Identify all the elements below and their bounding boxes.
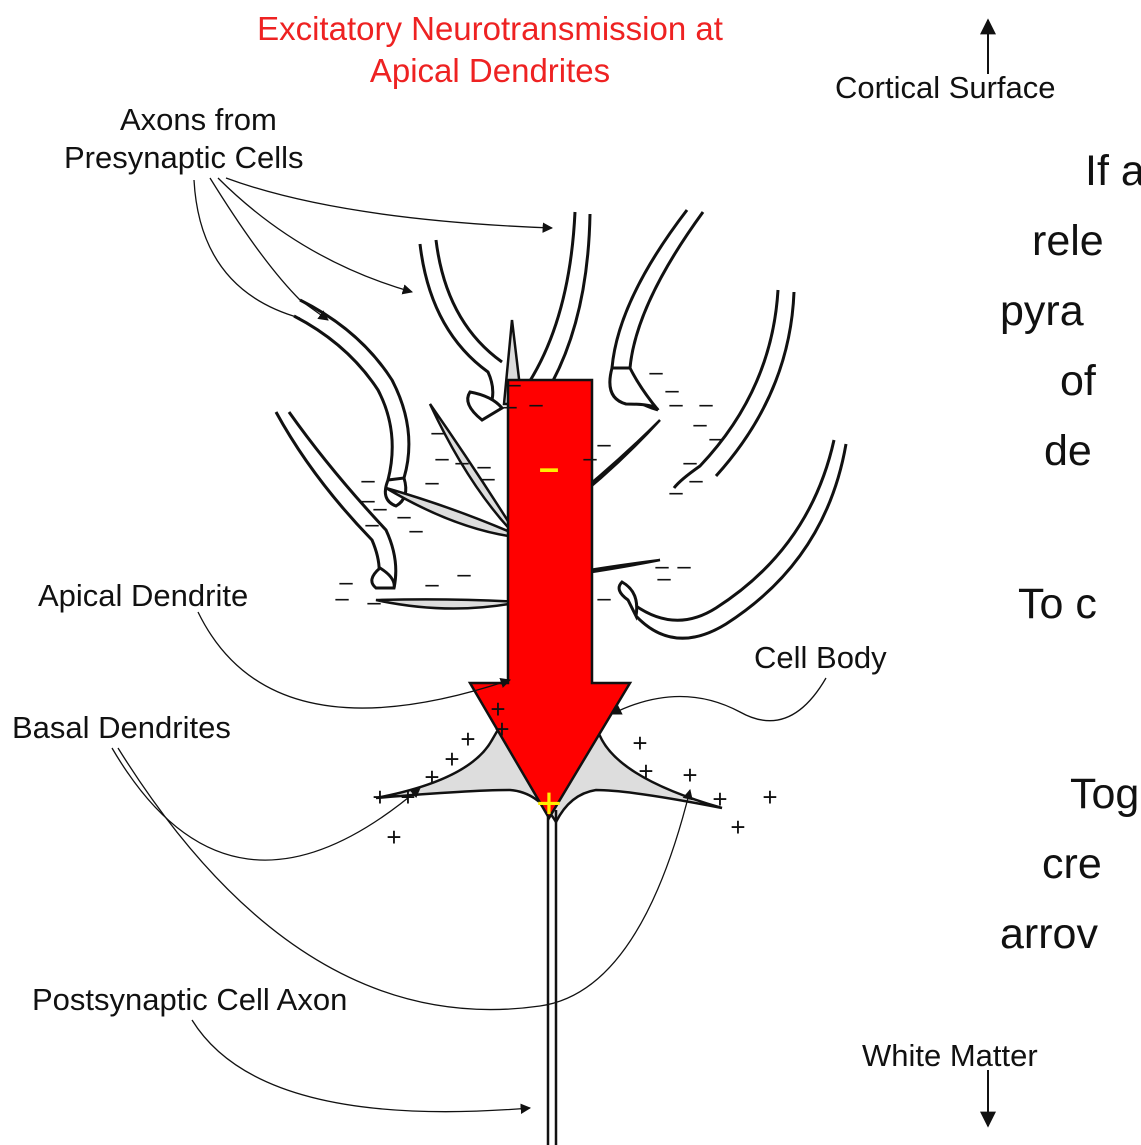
presynaptic-axon [528, 212, 575, 384]
postsynaptic-axon [548, 810, 556, 1145]
positive-charge-sign: + [762, 782, 777, 812]
positive-charge-sign: + [424, 762, 439, 792]
positive-charge-sign: + [730, 812, 745, 842]
positive-charge-sign: + [494, 714, 509, 744]
negative-charge-sign: – [677, 553, 691, 580]
apical-dendrite-leader [198, 612, 510, 708]
presynaptic-axon [294, 316, 392, 480]
arrow-positive-sign: + [536, 779, 562, 828]
negative-charge-sign: – [503, 393, 517, 420]
negative-charge-sign: – [709, 425, 723, 452]
negative-charge-sign: – [649, 359, 663, 386]
negative-charge-sign: – [335, 585, 349, 612]
negative-charge-sign: – [455, 449, 469, 476]
positive-charge-sign: + [712, 784, 727, 814]
negative-charge-sign: – [365, 511, 379, 538]
arrow-negative-sign: – [539, 447, 559, 488]
negative-charge-sign: – [597, 585, 611, 612]
postsynaptic-axon-leader [192, 1020, 530, 1112]
positive-charge-sign: + [372, 782, 387, 812]
synaptic-bouton [468, 392, 502, 420]
presynaptic-axon [636, 444, 846, 638]
positive-charge-sign: + [682, 760, 697, 790]
negative-charge-sign: – [367, 589, 381, 616]
negative-charge-sign: – [689, 467, 703, 494]
axons-leader [194, 180, 300, 318]
leader-lines [112, 178, 826, 1112]
axons-leader [226, 178, 552, 228]
presynaptic-axon [545, 214, 590, 395]
negative-charge-sign: – [457, 561, 471, 588]
positive-charge-sign: + [444, 744, 459, 774]
negative-charge-sign: – [657, 565, 671, 592]
negative-charge-sign: – [481, 465, 495, 492]
positive-charge-sign: + [638, 756, 653, 786]
presynaptic-axon [436, 240, 502, 362]
negative-charge-sign: – [529, 391, 543, 418]
negative-charge-sign: – [425, 571, 439, 598]
positive-charge-sign: + [632, 728, 647, 758]
presynaptic-axon [630, 212, 703, 368]
negative-charge-sign: – [409, 517, 423, 544]
negative-charge-sign: – [597, 431, 611, 458]
negative-charge-sign: – [435, 445, 449, 472]
positive-charge-sign: + [460, 724, 475, 754]
synaptic-bouton [372, 568, 394, 588]
negative-charge-sign: – [669, 479, 683, 506]
presynaptic-axon [628, 440, 834, 620]
negative-charge-sign: – [425, 469, 439, 496]
negative-charge-sign: – [693, 411, 707, 438]
dendrite-branch [376, 599, 520, 608]
cell-body-leader [612, 678, 826, 721]
negative-charge-sign: – [431, 419, 445, 446]
negative-charge-sign: – [583, 445, 597, 472]
positive-charge-sign: + [400, 782, 415, 812]
synaptic-bouton [619, 582, 637, 616]
negative-charge-sign: – [669, 391, 683, 418]
positive-charge-sign: + [386, 822, 401, 852]
